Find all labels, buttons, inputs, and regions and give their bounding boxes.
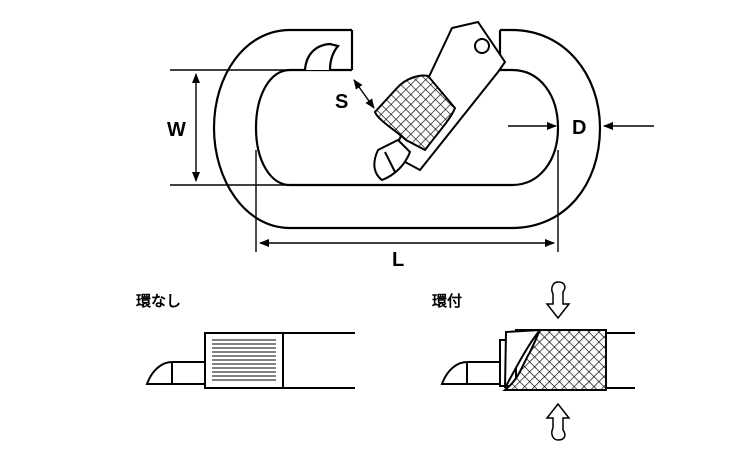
label-w: W [167, 119, 186, 141]
ring-knurl [502, 329, 607, 391]
gate-pivot [474, 38, 490, 54]
gate-with-ring [440, 328, 635, 391]
hook-body [212, 28, 602, 230]
caption-without-ring: 環なし [136, 293, 181, 310]
dimension-s [353, 79, 375, 109]
label-d: D [572, 117, 586, 139]
gate-lever [373, 20, 507, 182]
hook-outer-left [212, 28, 602, 230]
label-l: L [392, 249, 404, 271]
gate-without-ring [145, 332, 355, 389]
dimension-w [170, 69, 290, 186]
label-s: S [335, 91, 348, 113]
dimension-l [255, 150, 559, 252]
knurled-sleeve [373, 74, 457, 152]
gate-tip [373, 138, 412, 182]
hook-inner [254, 68, 560, 187]
rotate-arrow-top-icon [545, 281, 571, 320]
rotate-arrow-bottom-icon [545, 402, 571, 441]
caption-with-ring: 環付 [432, 292, 462, 310]
hook-nose [303, 42, 340, 71]
